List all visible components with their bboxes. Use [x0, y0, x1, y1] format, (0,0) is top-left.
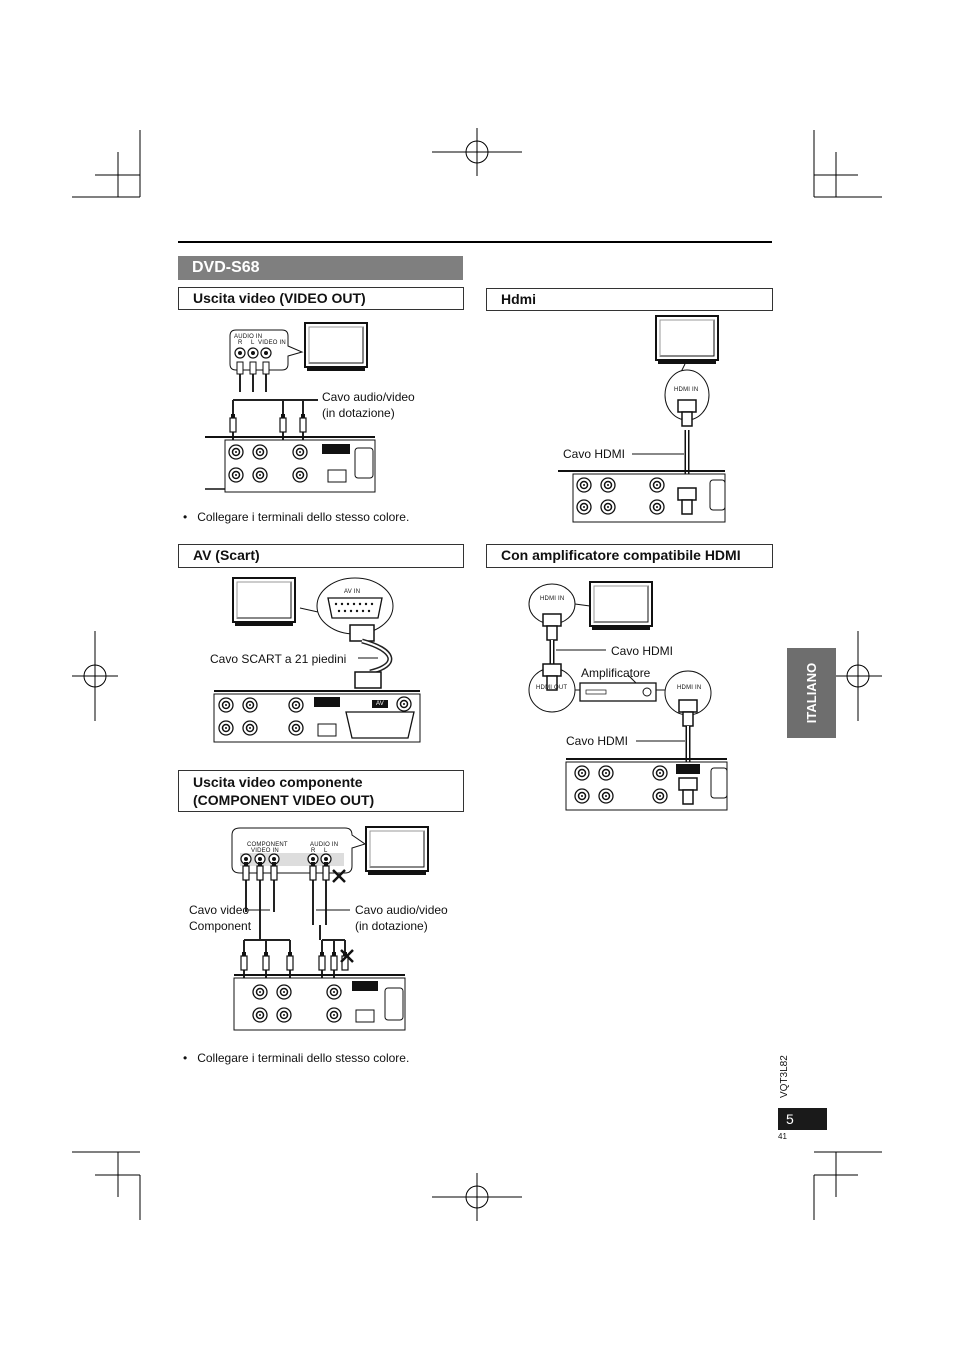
sheet-number: 41: [778, 1132, 787, 1141]
comp-in-label-1: COMPONENT: [247, 842, 288, 848]
doc-code: VQT3L82: [779, 1055, 790, 1098]
page-number: 5: [778, 1108, 827, 1130]
comp-l-label: L: [324, 848, 328, 854]
tv-video-in-label: VIDEO IN: [258, 340, 286, 346]
tv-l-label: L: [251, 340, 255, 346]
hdmi-cable-label: Cavo HDMI: [563, 447, 626, 461]
amplifier-label: Amplificatore: [581, 666, 651, 680]
scart-av-in-label: AV IN: [344, 589, 361, 595]
model-title: DVD-S68: [178, 256, 463, 280]
section-component-title: Uscita video componente (COMPONENT VIDEO…: [178, 770, 464, 812]
language-tab-label: ITALIANO: [804, 662, 819, 724]
comp-av-cable-label-2: (in dotazione): [355, 919, 428, 933]
tv-r-label: R: [238, 340, 243, 346]
comp-audio-in-label: AUDIO IN: [310, 842, 339, 848]
component-note: • Collegare i terminali dello stesso col…: [183, 1051, 410, 1065]
av-cable-label-1: Cavo audio/video: [322, 390, 415, 404]
component-title-line2: (COMPONENT VIDEO OUT): [193, 792, 375, 808]
section-scart-title: AV (Scart): [178, 544, 464, 568]
video-out-diagram: [205, 322, 376, 493]
comp-av-cable-label-1: Cavo audio/video: [355, 903, 448, 917]
av-cable-label-2: (in dotazione): [322, 406, 395, 420]
tv-audio-in-label: AUDIO IN: [234, 334, 263, 340]
scart-diagram: [213, 577, 421, 743]
amp-upper-cable-label: Cavo HDMI: [611, 644, 674, 658]
component-note-text: Collegare i terminali dello stesso color…: [197, 1051, 410, 1065]
component-diagram: [231, 826, 429, 1031]
scart-cable-label: Cavo SCART a 21 piedini: [210, 652, 347, 666]
amp-diagram: [528, 581, 728, 811]
section-hdmi-title: Hdmi: [486, 288, 773, 311]
amp-hdmi-in-label: HDMI IN: [677, 685, 702, 691]
section-amp-title: Con amplificatore compatibile HDMI: [486, 544, 773, 568]
video-out-note-text: Collegare i terminali dello stesso color…: [197, 510, 410, 524]
comp-cable-label-1: Cavo video: [189, 903, 250, 917]
amp-lower-cable-label: Cavo HDMI: [566, 734, 629, 748]
section-video-out-title: Uscita video (VIDEO OUT): [178, 287, 464, 310]
hdmi-diagram: [558, 315, 726, 523]
video-out-note: • Collegare i terminali dello stesso col…: [183, 510, 410, 524]
amp-hdmi-out-label: HDMI OUT: [536, 685, 568, 691]
comp-in-label-2: VIDEO IN: [251, 848, 279, 854]
scart-av-label: AV: [376, 701, 384, 707]
component-title-line1: Uscita video componente: [193, 774, 363, 790]
comp-cable-label-2: Component: [189, 919, 252, 933]
language-tab: ITALIANO: [787, 648, 836, 738]
hdmi-in-label: HDMI IN: [674, 387, 699, 393]
amp-tv-hdmi-in-label: HDMI IN: [540, 596, 565, 602]
comp-r-label: R: [311, 848, 316, 854]
